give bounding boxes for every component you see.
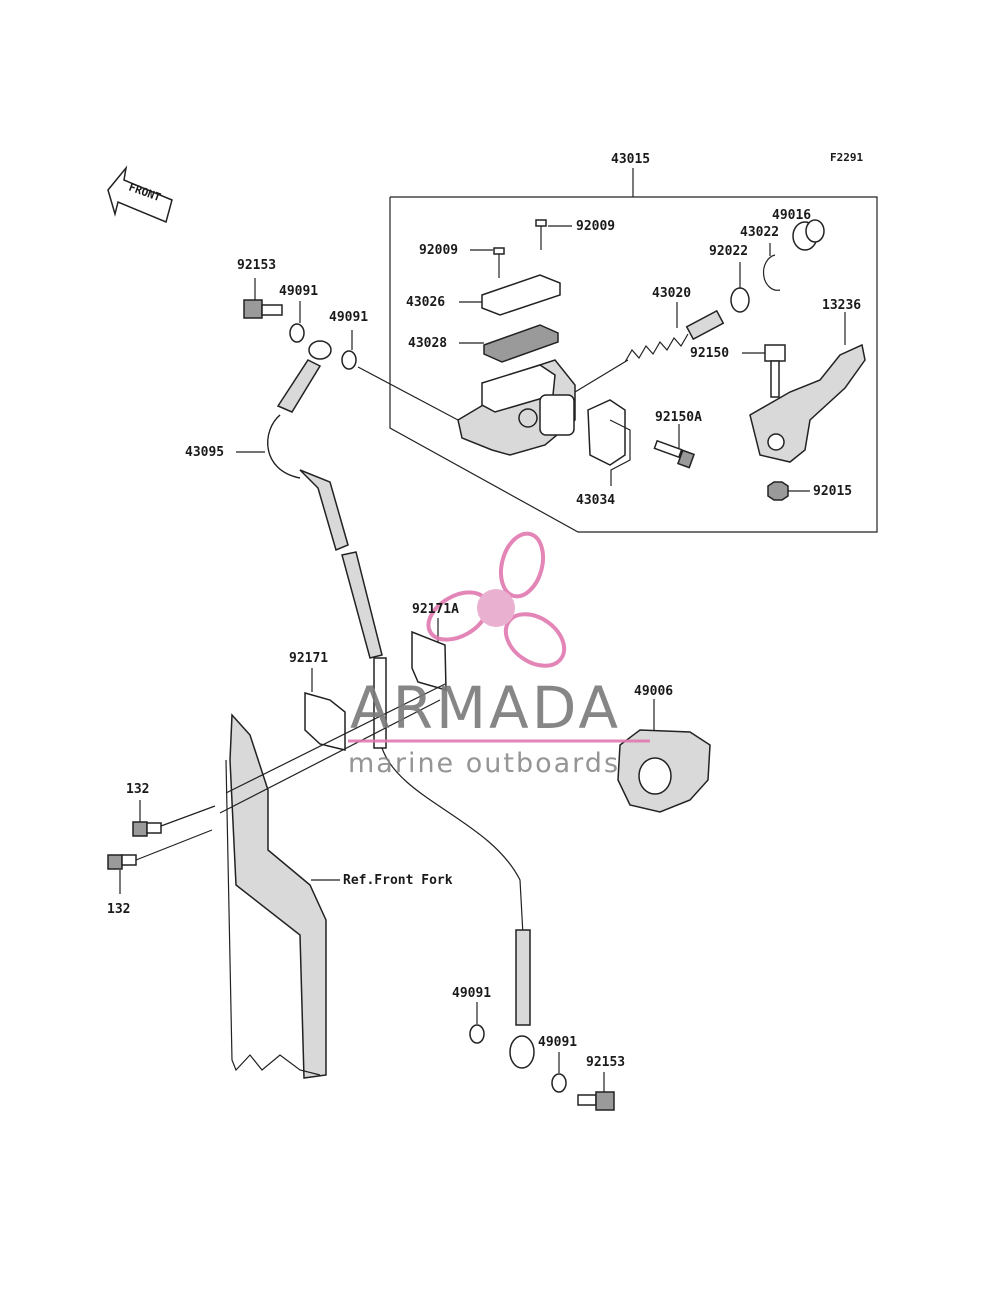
part-label-boot: 49016 (772, 208, 811, 223)
washer-icon (730, 287, 750, 313)
front-arrow-icon: FRONT (107, 165, 173, 224)
gasket-icon-top-b (341, 350, 357, 370)
watermark-brand: ARMADA (350, 674, 621, 742)
banjo-bolt-icon-top (243, 299, 283, 319)
piston-spring (624, 309, 725, 363)
part-label-caliper: 49006 (634, 684, 673, 699)
brake-caliper (617, 729, 711, 813)
brake-hose (267, 340, 535, 1069)
reservoir-cap (481, 274, 561, 316)
part-label-nut: 92015 (813, 484, 852, 499)
nut-icon (767, 481, 789, 501)
part-label-gasket-bottom-a: 49091 (452, 986, 491, 1001)
part-label-circlip: 43022 (740, 225, 779, 240)
part-label-hose: 43095 (185, 445, 224, 460)
brake-lever (749, 343, 866, 463)
watermark: ARMADA marine outboards (348, 531, 650, 779)
screw-icon-b (535, 219, 547, 250)
part-label-clamp: 43034 (576, 493, 615, 508)
figure-code: F2291 (830, 151, 863, 164)
circlip-icon (762, 254, 781, 291)
part-label-cap: 43026 (406, 295, 445, 310)
bolt-icon-upper (132, 821, 162, 837)
part-label-assembly: 43015 (611, 152, 650, 167)
part-label-screw-b: 92009 (576, 219, 615, 234)
part-label-screw-a: 92009 (419, 243, 458, 258)
hose-clamp-right (411, 630, 447, 692)
part-label-gasket-top-b: 49091 (329, 310, 368, 325)
gasket-icon-bottom-a (469, 1024, 485, 1044)
part-label-clamp-bolt: 92150A (655, 410, 702, 425)
reference-label: Ref.Front Fork (343, 873, 453, 888)
part-label-bolt-upper: 132 (126, 782, 149, 797)
part-label-gasket-bottom-b: 49091 (538, 1035, 577, 1050)
master-cylinder-body (457, 359, 576, 456)
part-label-bolt-lower: 132 (107, 902, 130, 917)
propeller-logo-icon (426, 531, 567, 668)
part-label-pivot-bolt: 92150 (690, 346, 729, 361)
pivot-bolt-icon (764, 344, 786, 398)
assembly-outline (389, 168, 878, 533)
part-label-gasket-top-a: 49091 (279, 284, 318, 299)
bolt-icon-lower (107, 854, 137, 870)
hose-clamp-left (304, 692, 346, 751)
dust-boot (792, 219, 825, 251)
part-label-banjo-bolt-bottom: 92153 (586, 1055, 625, 1070)
watermark-tagline: marine outboards (348, 748, 620, 779)
handlebar-clamp (587, 399, 626, 466)
part-label-washer: 92022 (709, 244, 748, 259)
part-label-clamp-left: 92171 (289, 651, 328, 666)
part-label-lever: 13236 (822, 298, 861, 313)
part-label-diaphragm: 43028 (408, 336, 447, 351)
gasket-icon-top-a (289, 323, 305, 343)
part-label-clamp-right: 92171A (412, 602, 459, 617)
screw-icon-a (493, 247, 505, 278)
diaphragm (483, 324, 559, 363)
part-label-piston-kit: 43020 (652, 286, 691, 301)
gasket-icon-bottom-b (551, 1073, 567, 1093)
part-label-banjo-bolt-top: 92153 (237, 258, 276, 273)
banjo-bolt-icon-bottom (577, 1091, 615, 1111)
front-fork (225, 713, 327, 1079)
clamp-bolt-icon (653, 439, 695, 469)
